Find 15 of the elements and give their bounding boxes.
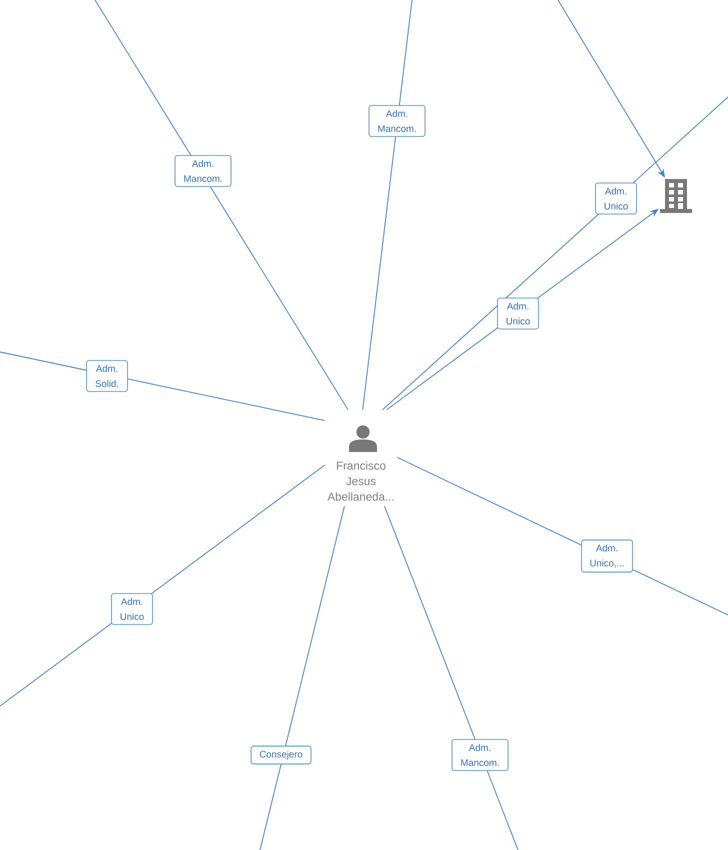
edge-label: Consejero [250, 746, 312, 764]
edge-label: Adm. Unico [111, 593, 153, 625]
connector-line [362, 0, 412, 410]
connector-line [384, 506, 518, 850]
edge-label: Adm. Unico [497, 298, 539, 330]
edge-label: Adm. Mancom. [368, 105, 426, 137]
edge-label: Adm. Unico [595, 182, 637, 214]
building-icon [660, 179, 692, 213]
edge-label: Adm. Unico,... [581, 540, 633, 572]
edge-label: Adm. Mancom. [452, 739, 508, 771]
edge-label: Adm. Solid. [86, 360, 128, 392]
connector-line [260, 506, 345, 850]
person-name: Francisco Jesus Abellaneda... [327, 461, 394, 501]
connector-line [94, 0, 349, 410]
edge-label: Adm. Mancom. [174, 155, 232, 187]
